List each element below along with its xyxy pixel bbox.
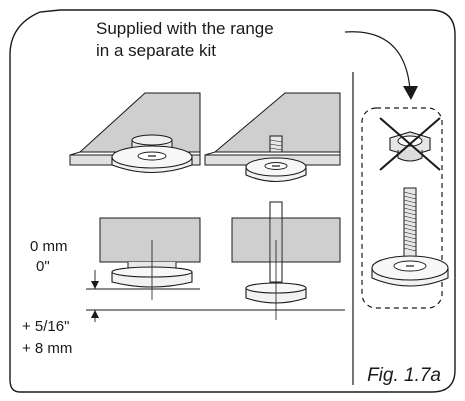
side-view-foot-left [99, 217, 201, 300]
figure-label: Fig. 1.7a [367, 365, 441, 386]
kit-box [361, 107, 443, 309]
kit-arrow [344, 31, 411, 91]
crossed-nut-icon [379, 117, 441, 171]
panel-with-screw-foot-top-right [204, 92, 341, 183]
panel-with-foot-top-left [69, 92, 201, 174]
dim-plus-mm: + 8 mm [22, 340, 73, 357]
dim-zero-mm: 0 mm [30, 238, 68, 255]
dim-plus-in: + 5/16" [22, 318, 70, 335]
kit-caption-line1: Supplied with the range [96, 19, 274, 38]
kit-caption-line2: in a separate kit [96, 41, 217, 60]
dim-zero-in: 0" [36, 258, 50, 275]
side-view-screw-foot-right [231, 201, 341, 320]
kit-caption: Supplied with the range in a separate ki… [96, 18, 274, 62]
threaded-foot-icon [371, 187, 449, 287]
outer-border [9, 9, 456, 393]
